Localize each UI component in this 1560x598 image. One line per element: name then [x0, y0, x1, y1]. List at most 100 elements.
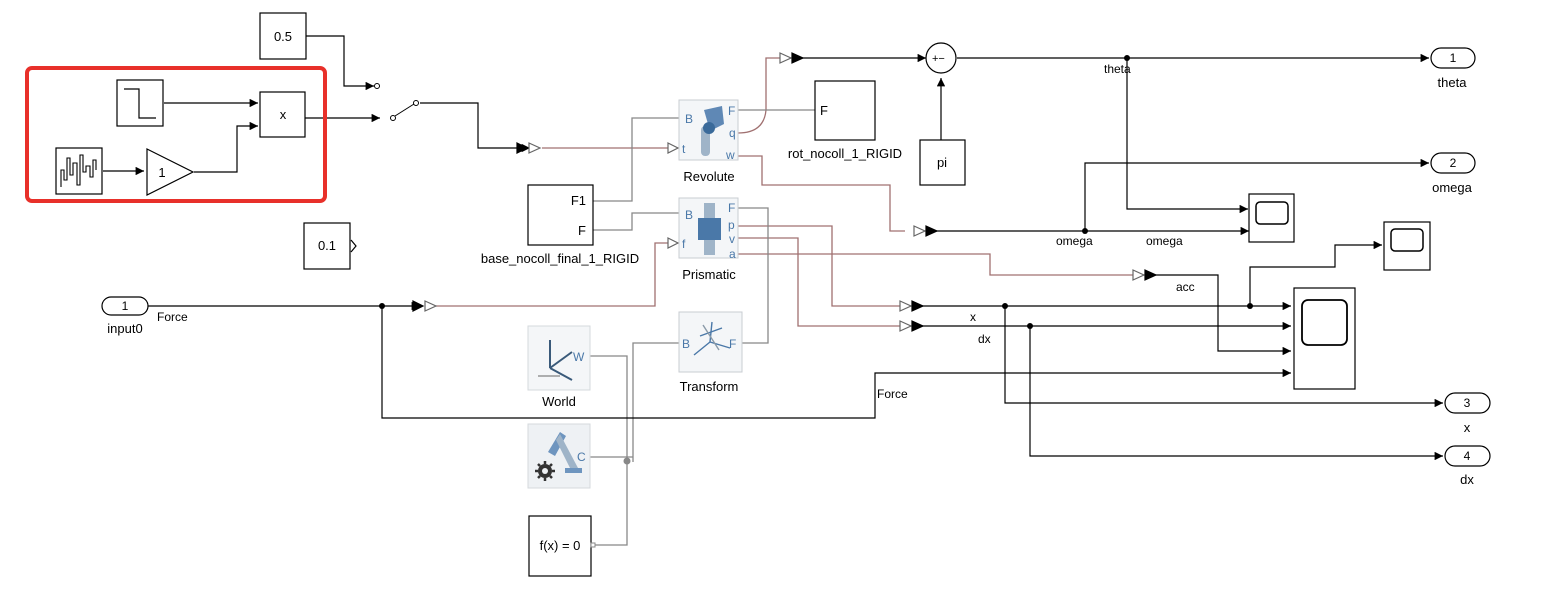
constant-value: 0.5: [274, 29, 292, 44]
revolute-joint[interactable]: B t F q w Revolute: [678, 99, 739, 184]
connection-lines: [590, 109, 818, 546]
conn-world-fx: [590, 355, 628, 546]
signal-junctions: [379, 55, 1253, 329]
step-icon: [124, 88, 156, 119]
signal-label-force-scope: Force: [877, 387, 908, 401]
config-port-c: C: [577, 450, 586, 464]
gear-icon: [535, 461, 555, 481]
base-block-name: base_nocoll_final_1_RIGID: [481, 251, 639, 266]
scope-main[interactable]: [1293, 287, 1356, 390]
robot-arm-icon: [548, 432, 582, 473]
outport-name: omega: [1432, 180, 1473, 195]
highlight-box: [25, 66, 327, 203]
prismatic-port-f: F: [728, 201, 735, 215]
conn-junction: [623, 457, 631, 465]
random-source-icon: [60, 154, 97, 187]
gain-value: 1: [158, 165, 165, 180]
rot-rigid-block[interactable]: F rot_nocoll_1_RIGID: [788, 80, 902, 161]
revolute-port-t: t: [682, 142, 686, 156]
prismatic-name: Prismatic: [682, 267, 736, 282]
base-rigid-block[interactable]: F1 F base_nocoll_final_1_RIGID: [481, 184, 639, 266]
base-port-f: F: [578, 223, 586, 238]
outport-name: theta: [1438, 75, 1468, 90]
step-block[interactable]: [116, 79, 164, 127]
signal-label-x: x: [970, 310, 976, 324]
prismatic-port-v: v: [729, 232, 735, 246]
solver-configuration[interactable]: f(x) = 0: [528, 515, 596, 577]
prismatic-port-b: B: [685, 208, 693, 222]
rigid-transform[interactable]: B F Transform: [678, 311, 743, 394]
revolute-port-w: w: [725, 148, 735, 162]
switch-icon: [374, 83, 419, 121]
outport-number: 3: [1464, 396, 1471, 410]
solver-label: f(x) = 0: [540, 538, 581, 553]
constant-value-0.1: 0.1: [318, 238, 336, 253]
random-source-block[interactable]: [55, 147, 103, 195]
product-label: x: [280, 107, 287, 122]
converter-markers: [412, 52, 1158, 332]
transform-port-b: B: [682, 337, 690, 351]
product-block[interactable]: x: [259, 91, 306, 138]
inport-input0[interactable]: 1 input0: [101, 296, 149, 336]
scope-icon: [1255, 201, 1289, 225]
line-pris-v: [738, 237, 900, 327]
transform-name: Transform: [680, 379, 739, 394]
constant-block-pi[interactable]: pi: [919, 139, 966, 186]
prismatic-port-p: p: [728, 218, 735, 232]
transform-icon: [693, 321, 731, 356]
transform-port-f: F: [729, 337, 736, 351]
prismatic-port-a: a: [729, 247, 736, 261]
signal-label-dx: dx: [978, 332, 991, 346]
prismatic-port-f-left: f: [682, 237, 686, 251]
scope-icon: [1301, 299, 1348, 346]
signal-label-theta: theta: [1104, 62, 1131, 76]
line-pris-a: [738, 253, 1133, 276]
constant-block-0.5[interactable]: 0.5: [259, 12, 307, 60]
pi-value: pi: [937, 155, 947, 170]
signal-label-omega-scope: omega: [1146, 234, 1183, 248]
world-frame-icon: [538, 340, 573, 381]
line-pris-p: [738, 225, 900, 307]
world-port-w: W: [573, 350, 585, 364]
mechanism-configuration[interactable]: C: [527, 423, 591, 489]
revolute-joint-icon: [701, 106, 724, 156]
scope-icon: [1390, 228, 1424, 252]
prismatic-joint[interactable]: B f F p v a Prismatic: [678, 197, 739, 282]
sum-block[interactable]: +−: [925, 42, 957, 74]
rot-port-f: F: [820, 103, 828, 118]
outport-dx[interactable]: 4 dx: [1444, 445, 1491, 487]
outport-name: dx: [1460, 472, 1474, 487]
sum-signs: +−: [932, 53, 945, 65]
outport-theta[interactable]: 1 theta: [1430, 47, 1476, 90]
gain-block[interactable]: 1: [146, 148, 195, 196]
line-rev-q: [737, 57, 782, 134]
outport-number: 1: [1450, 51, 1457, 65]
outport-name: x: [1464, 420, 1471, 435]
world-name: World: [542, 394, 576, 409]
outport-x[interactable]: 3 x: [1444, 392, 1491, 435]
base-port-f1: F1: [571, 193, 586, 208]
outport-omega[interactable]: 2 omega: [1430, 152, 1476, 195]
revolute-port-q: q: [729, 126, 736, 140]
manual-switch[interactable]: [374, 83, 419, 121]
scope-theta[interactable]: [1248, 193, 1295, 243]
signal-lines: [103, 35, 1443, 461]
revolute-port-b: B: [685, 112, 693, 126]
line-rev-w: [738, 155, 905, 232]
conn-prismatic-transform: [738, 207, 769, 344]
inport-name: input0: [107, 321, 142, 336]
constant-block-0.1[interactable]: 0.1: [303, 222, 357, 270]
rot-block-name: rot_nocoll_1_RIGID: [788, 146, 902, 161]
prismatic-joint-icon: [698, 203, 721, 255]
revolute-name: Revolute: [683, 169, 734, 184]
scope-acc[interactable]: [1383, 221, 1431, 271]
conn-base-prismatic: [593, 212, 680, 231]
signal-label-omega-branch: omega: [1056, 234, 1093, 248]
output-chevron-icon: [350, 239, 357, 253]
signal-label-force-in: Force: [157, 310, 188, 324]
inport-number: 1: [122, 299, 129, 313]
conn-transform-down: [632, 342, 680, 462]
signal-label-acc: acc: [1176, 280, 1195, 294]
world-frame[interactable]: W World: [527, 325, 591, 409]
